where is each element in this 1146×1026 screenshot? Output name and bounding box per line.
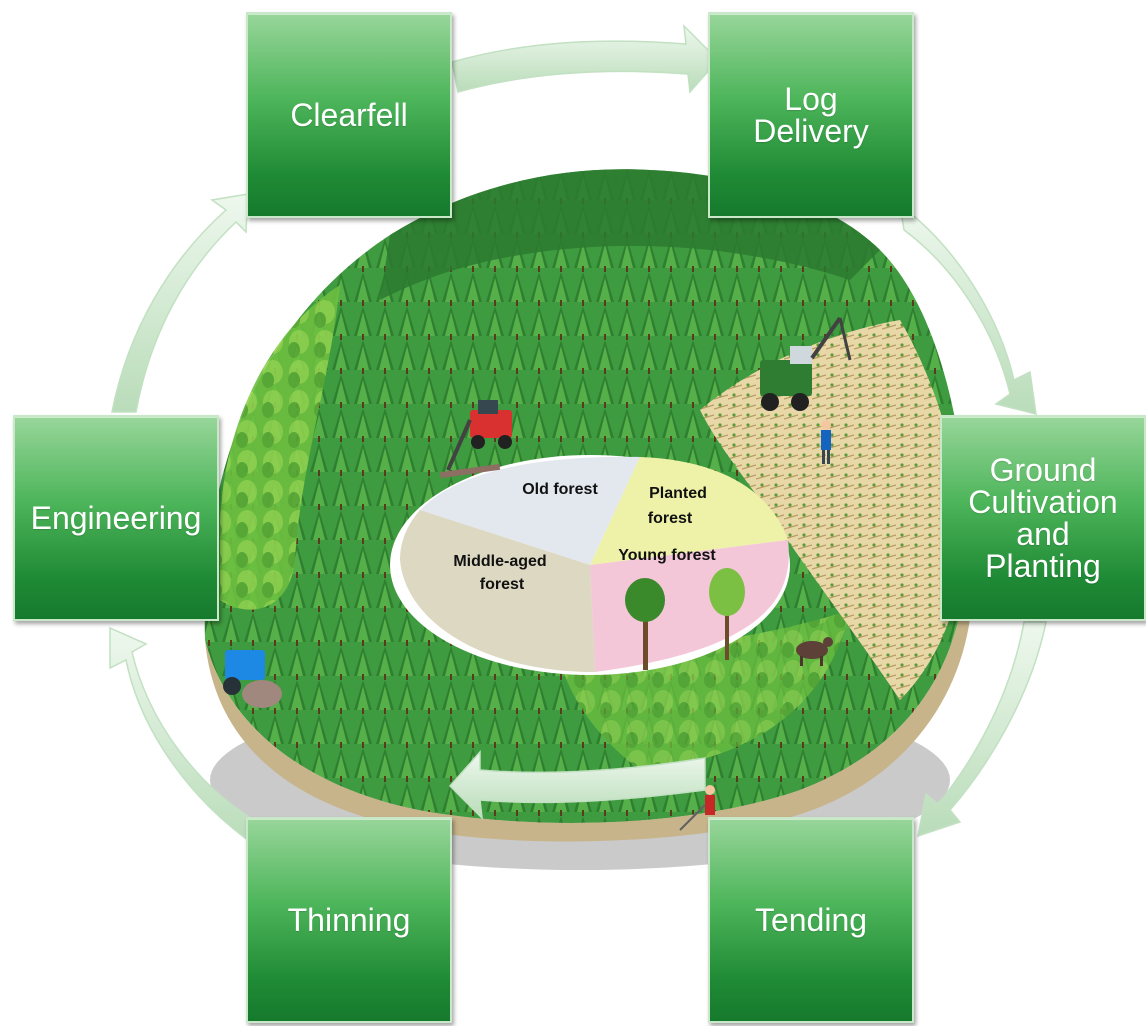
label-old-forest: Old forest (522, 481, 598, 498)
moose-icon (796, 637, 833, 666)
arrow-thinning-to-engineering (109, 626, 261, 848)
cycle-arrows (109, 23, 1047, 848)
arrow-clearfell-to-log-delivery (451, 23, 720, 94)
label-planted-forest-line1: Planted (649, 485, 707, 502)
label-middle-aged-forest-line1: Middle-aged (453, 553, 546, 570)
worker-icon (821, 420, 831, 464)
step-engineering: Engineering (13, 415, 219, 621)
step-clearfell-label: Clearfell (290, 97, 408, 133)
forest-age-zones: Old forest Planted forest Young forest M… (390, 455, 790, 675)
zone-middle-aged-forest (400, 510, 595, 672)
label-middle-aged-forest-line2: forest (480, 576, 525, 593)
step-engineering-label: Engineering (30, 500, 202, 536)
step-thinning: Thinning (246, 817, 452, 1023)
step-log-delivery-label: Log Delivery (753, 81, 869, 149)
worker-icon-tending (679, 785, 715, 831)
zone-planted-forest (590, 457, 788, 565)
deciduous-patch-bottom (560, 610, 850, 770)
harvester-icon (439, 400, 512, 479)
forwarder-icon (760, 316, 852, 411)
tractor-icon (223, 650, 282, 708)
step-log-delivery: Log Delivery (708, 12, 914, 218)
arrow-ground-to-tending (917, 621, 1047, 838)
step-tending: Tending (708, 817, 914, 1023)
step-ground-cultivation-label: Ground Cultivation and Planting (968, 452, 1118, 584)
arrow-engineering-to-clearfell (111, 193, 249, 413)
label-young-forest: Young forest (618, 547, 716, 564)
step-ground-cultivation-and-planting: Ground Cultivation and Planting (940, 415, 1146, 621)
step-thinning-label: Thinning (287, 902, 411, 938)
pine-tree-icon (625, 568, 745, 670)
planting-field (700, 320, 965, 700)
zone-old-forest (420, 456, 640, 565)
zone-young-forest (590, 540, 789, 672)
label-planted-forest-line2: forest (648, 510, 693, 527)
forest-illustration: Old forest Planted forest Young forest M… (204, 169, 972, 870)
arrow-log-delivery-to-ground (898, 203, 1037, 415)
arrow-tending-to-thinning (448, 750, 706, 821)
step-clearfell: Clearfell (246, 12, 452, 218)
deciduous-patch-left (220, 285, 340, 610)
step-tending-label: Tending (754, 902, 868, 938)
